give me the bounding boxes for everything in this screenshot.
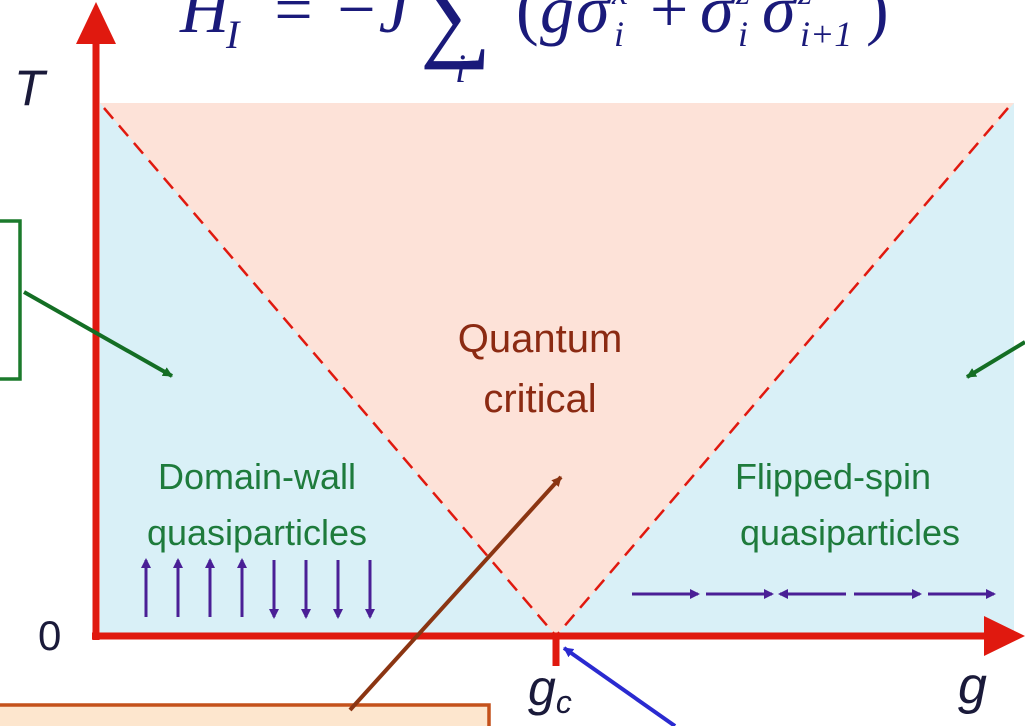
formula-sigma-x: σ [576,0,612,47]
y-axis-arrowhead [76,2,116,44]
formula-sigma-x-sub: i [614,14,624,54]
formula-h-subscript: I [225,12,241,57]
left-region-label-line1: Domain-wall [158,456,356,497]
formula-sigma-z2-sub: i+1 [800,14,852,54]
critical-point-g: g [528,660,556,716]
formula-paren-close: ) [866,0,889,47]
left-crossover-boundary [103,107,557,637]
formula-operator: = −J [270,0,412,47]
formula-sigma-z1: σ [700,0,736,47]
critical-point-subscript: c [556,684,572,720]
y-axis-label: T [14,60,48,116]
formula-paren-open: ( [516,0,539,47]
formula-sigma-z1-sup: z [735,0,750,12]
green-arrow-left [23,290,173,378]
left-annotation-box [0,219,22,381]
formula-plus: + [650,0,688,47]
green-arrow-right [965,340,1025,379]
formula-sigma-z2: σ [762,0,798,47]
quantum-critical-label-line1: Quantum [458,317,623,361]
origin-label: 0 [38,612,61,659]
right-region-label-line1: Flipped-spin [735,456,931,497]
formula-sigma-z1-sub: i [738,14,748,54]
formula-sum: ∑ [420,0,491,70]
x-axis-arrowhead [984,616,1025,656]
formula-sigma-x-sup: x [611,0,628,12]
bottom-annotation-box [0,703,491,726]
formula-sigma-z2-sup: z [797,0,812,12]
x-axis-label: g [958,657,987,715]
right-region-label-line2: quasiparticles [740,512,960,553]
domain-wall-spin-configuration [141,558,375,619]
brown-arrow [348,475,563,712]
quantum-critical-label-line2: critical [483,377,596,421]
critical-point-label: gc [528,660,572,720]
formula-g: g [540,0,574,47]
formula-sum-index: i [455,46,466,91]
hamiltonian-formula: H I = −J ∑ i ( g σ x i + σ z i σ z i+1 ) [179,0,889,91]
right-crossover-boundary [555,107,1009,637]
formula-h: H [179,0,233,47]
quantum-critical-region [100,103,1014,636]
left-region-label-line2: quasiparticles [147,512,367,553]
blue-arrow [562,646,677,726]
